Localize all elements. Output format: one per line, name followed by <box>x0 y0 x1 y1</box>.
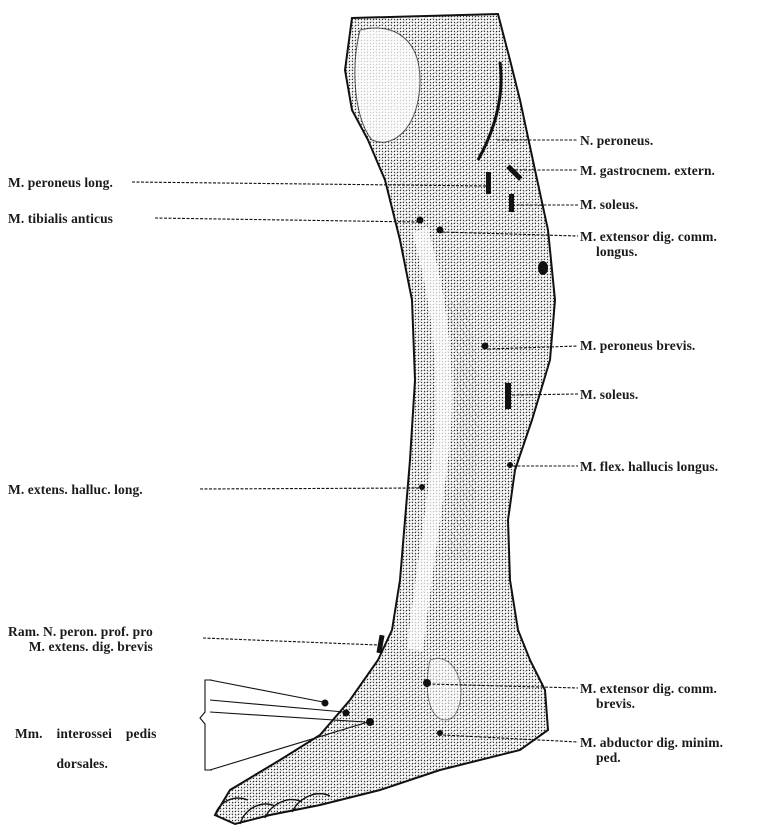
label-m-gastrocnem-extern: M. gastrocnem. extern. <box>580 163 715 178</box>
point-peroneus-brevis <box>482 343 489 350</box>
label-m-tibialis-anticus: M. tibialis anticus <box>8 211 113 226</box>
label-m-abductor-dig-minim-ped: M. abductor dig. minim. ped. <box>580 735 723 765</box>
label-m-flex-hallucis-longus: M. flex. hallucis longus. <box>580 459 718 474</box>
point-peroneus-long <box>486 172 491 194</box>
label-m-soleus-upper: M. soleus. <box>580 197 638 212</box>
label-m-extensor-dig-comm-longus: M. extensor dig. comm. longus. <box>580 229 717 259</box>
label-subtext: longus. <box>580 244 717 259</box>
label-subtext: dorsales. <box>8 756 156 771</box>
point-flex-hallucis <box>507 462 513 468</box>
label-text: Mm. interossei pedis <box>15 726 156 741</box>
label-text: M. extensor dig. comm. <box>580 229 717 244</box>
point-extensor-brevis <box>423 679 431 687</box>
label-n-peroneus: N. peroneus. <box>580 133 653 148</box>
label-subtext: ped. <box>580 750 723 765</box>
label-text: M. extensor dig. comm. <box>580 681 717 696</box>
label-subtext: M. extens. dig. brevis <box>8 639 153 654</box>
point-abductor <box>437 730 443 736</box>
label-m-soleus-lower: M. soleus. <box>580 387 638 402</box>
label-subtext: brevis. <box>580 696 717 711</box>
label-m-peroneus-long: M. peroneus long. <box>8 175 113 190</box>
label-text: Ram. N. peron. prof. pro <box>8 624 153 639</box>
point-soleus-upper <box>509 194 514 212</box>
label-ram-n-peron-prof: Ram. N. peron. prof. pro M. extens. dig.… <box>8 624 153 654</box>
point-extens-halluc <box>419 484 425 490</box>
label-text: M. abductor dig. minim. <box>580 735 723 750</box>
point-soleus-lower <box>505 383 511 409</box>
point-interossei-2 <box>343 710 350 717</box>
label-m-peroneus-brevis: M. peroneus brevis. <box>580 338 695 353</box>
label-m-extensor-dig-comm-brevis: M. extensor dig. comm. brevis. <box>580 681 717 711</box>
point-interossei-1 <box>322 700 329 707</box>
point-edge <box>538 261 548 275</box>
label-m-extens-halluc-long: M. extens. halluc. long. <box>8 482 143 497</box>
label-mm-interossei-pedis-dorsales: Mm. interossei pedis dorsales. <box>8 711 156 786</box>
